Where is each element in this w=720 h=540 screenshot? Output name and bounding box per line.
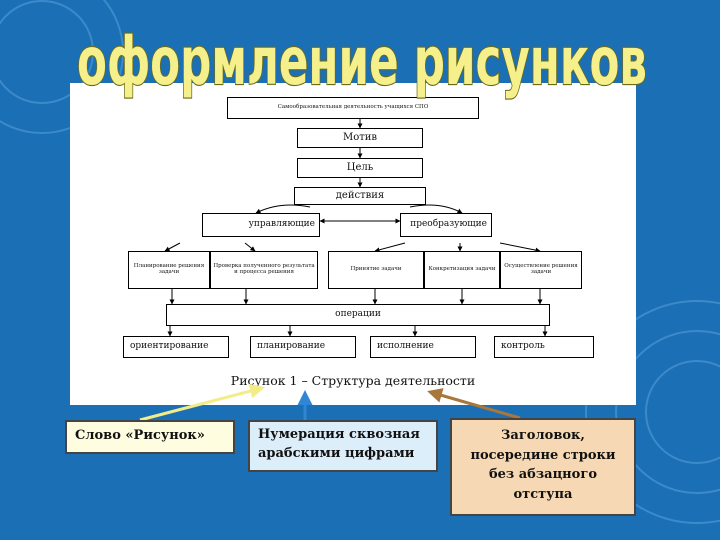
node-sub-planning: Планирование решения задачи [128,251,210,289]
slide-title-text: оформление рисунков [77,23,647,100]
node-managing: управляющие [202,213,320,237]
node-operations: операции [166,304,550,326]
node-sub-checking: Проверка полученного результата и процес… [210,251,318,289]
node-transforming: преобразующие [400,213,492,237]
node-op-planning: планирование [250,336,356,358]
note-numbering: Нумерация сквозная арабскими цифрами [248,420,438,472]
node-op-orienting: ориентирование [123,336,229,358]
note-heading-text: Заголовок, посередине строки без абзацно… [470,428,616,502]
node-root: Самообразовательная деятельность учащихс… [227,97,479,119]
figure-caption: Рисунок 1 – Структура деятельности [230,373,476,388]
figure-canvas: Самообразовательная деятельность учащихс… [70,83,636,405]
node-op-control: контроль [494,336,594,358]
node-goal: Цель [297,158,423,178]
node-op-execution: исполнение [370,336,476,358]
note-numbering-text: Нумерация сквозная арабскими цифрами [258,427,420,461]
note-word-figure-text: Слово «Рисунок» [75,428,205,443]
node-motive: Мотив [297,128,423,148]
node-sub-implementing: Осуществление решения задачи [500,251,582,289]
node-sub-concretizing: Конкретизация задачи [424,251,500,289]
note-heading: Заголовок, посередине строки без абзацно… [450,418,636,516]
ripple-decoration [0,0,94,104]
node-actions: действия [294,187,426,205]
node-sub-accepting: Принятие задачи [328,251,424,289]
slide-title: оформление рисунков [76,22,648,101]
note-word-figure: Слово «Рисунок» [65,420,235,454]
